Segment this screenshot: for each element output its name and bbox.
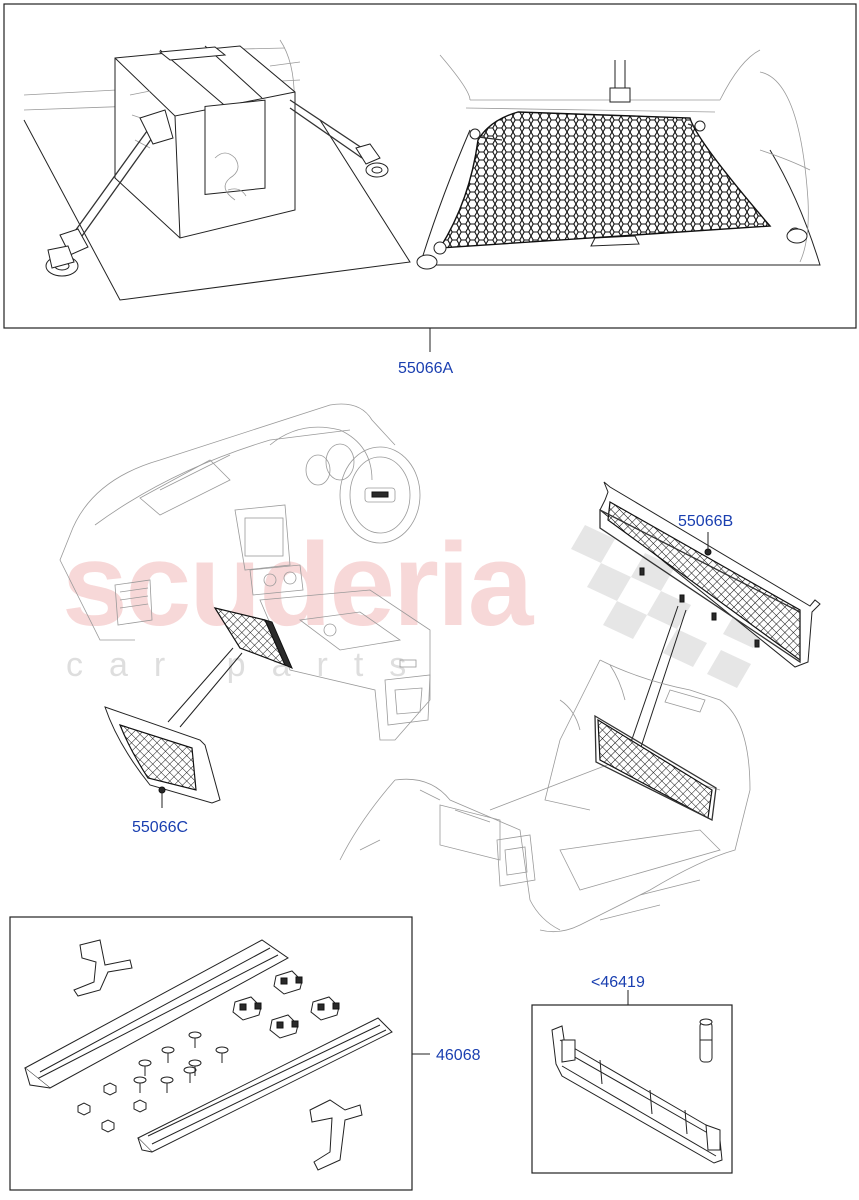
illustration-rail-kit [24, 939, 393, 1171]
panel-load-bar [531, 1004, 733, 1174]
callout-55066c[interactable]: 55066C [132, 819, 188, 836]
watermark: scuderia car parts [62, 519, 767, 688]
illustration-footwell-net [104, 647, 243, 808]
illustration-load-space [339, 659, 751, 933]
watermark-subtitle: car parts [66, 646, 432, 684]
checkered-flag-icon [571, 525, 767, 688]
illustration-load-bar [551, 1018, 723, 1164]
callout-55066a[interactable]: 55066A [398, 360, 453, 377]
callout-46419[interactable]: <46419 [591, 974, 645, 991]
leader-line-b [629, 605, 687, 751]
callout-46068[interactable]: 46068 [436, 1047, 481, 1064]
illustration-dashboard [59, 403, 431, 741]
watermark-brand: scuderia [62, 519, 535, 651]
illustration-partition-net [599, 481, 821, 668]
illustration-box-tie-down [23, 39, 411, 301]
illustration-cargo-net [416, 49, 821, 270]
callout-55066b[interactable]: 55066B [678, 513, 733, 530]
